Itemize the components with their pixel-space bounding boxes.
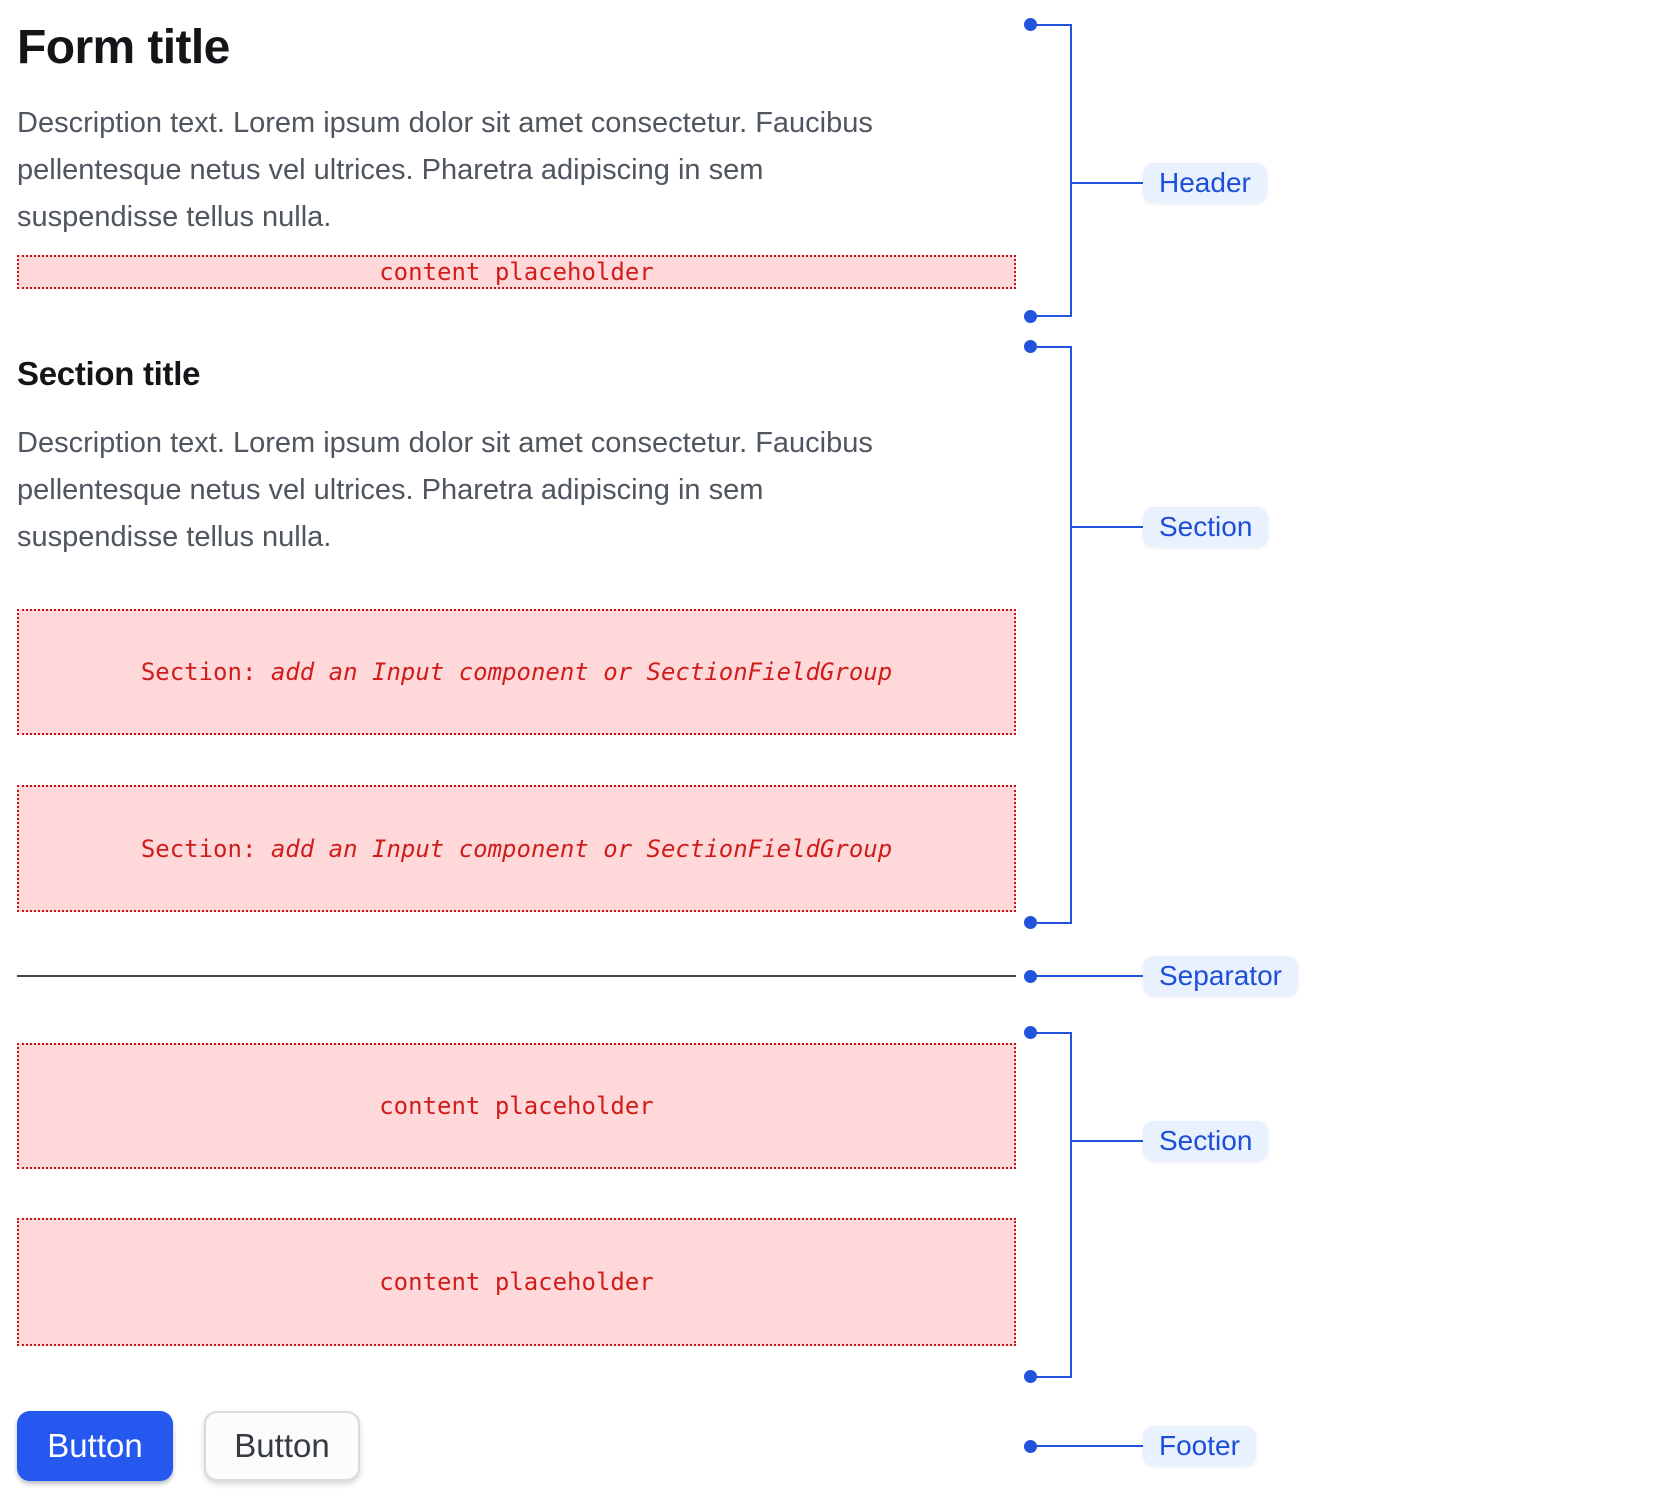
- connector-dot: [1024, 916, 1037, 929]
- placeholder-text: content placeholder: [379, 258, 654, 286]
- primary-button[interactable]: Button: [17, 1411, 173, 1481]
- placeholder-text: content placeholder: [379, 1268, 654, 1296]
- slot-prefix: Section:: [140, 658, 257, 686]
- header-content-placeholder: content placeholder: [17, 255, 1016, 289]
- annotation-label-footer: Footer: [1143, 1426, 1256, 1466]
- annotation-bracket-section-upper: [1030, 346, 1072, 924]
- connector-dot: [1024, 1026, 1037, 1039]
- annotation-connector-header: [1072, 182, 1143, 184]
- separator-rule: [17, 975, 1016, 977]
- annotation-label-section-lower: Section: [1143, 1121, 1269, 1161]
- connector-dot: [1024, 1370, 1037, 1383]
- section-description: Description text. Lorem ipsum dolor sit …: [17, 427, 873, 553]
- section-slot-placeholder: Section: add an Input component or Secti…: [17, 609, 1016, 735]
- annotation-label-separator: Separator: [1143, 956, 1298, 996]
- connector-dot: [1024, 970, 1037, 983]
- annotation-connector-separator: [1036, 975, 1143, 977]
- slot-prefix: Section:: [140, 834, 257, 863]
- connector-dot: [1024, 1440, 1037, 1453]
- section-content-placeholder: content placeholder: [17, 1218, 1016, 1346]
- section-title: Section title: [17, 355, 201, 392]
- annotation-bracket-header: [1030, 24, 1072, 317]
- annotation-connector-footer: [1036, 1445, 1143, 1447]
- section-content-placeholder: content placeholder: [17, 1043, 1016, 1169]
- form-title: Form title: [17, 21, 230, 74]
- section-slot-placeholder: Section: add an Input component or Secti…: [17, 785, 1016, 912]
- form-description: Description text. Lorem ipsum dolor sit …: [17, 107, 873, 233]
- annotation-bracket-section-lower: [1030, 1032, 1072, 1378]
- annotation-label-section-upper: Section: [1143, 507, 1269, 547]
- connector-dot: [1024, 18, 1037, 31]
- slot-label: add an Input component or SectionFieldGr…: [256, 658, 893, 686]
- annotation-label-header: Header: [1143, 163, 1267, 203]
- secondary-button[interactable]: Button: [204, 1411, 360, 1481]
- connector-dot: [1024, 340, 1037, 353]
- placeholder-text: content placeholder: [379, 1092, 654, 1120]
- annotation-connector-section-lower: [1072, 1140, 1143, 1142]
- connector-dot: [1024, 310, 1037, 323]
- slot-label: add an Input component or SectionFieldGr…: [256, 834, 893, 863]
- annotation-connector-section-upper: [1072, 526, 1143, 528]
